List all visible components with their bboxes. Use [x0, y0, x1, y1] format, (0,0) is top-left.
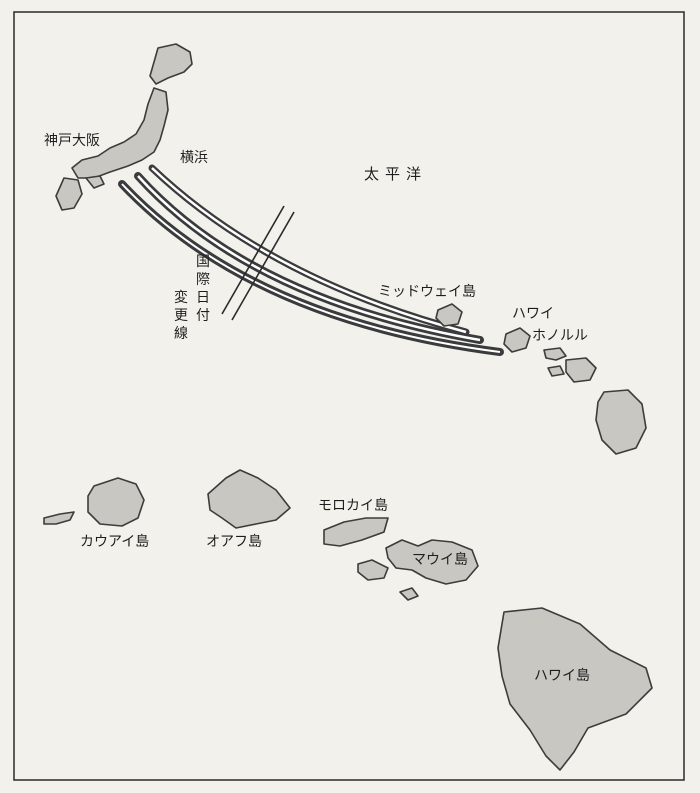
island-shikoku — [85, 175, 105, 189]
label-pacific-ocean: 太平洋 — [364, 165, 427, 183]
date-line-char: 線 — [174, 326, 188, 342]
label-midway: ミッドウェイ島 — [378, 284, 476, 300]
label-yokohama: 横浜 — [180, 150, 208, 166]
label-hawaii: ハワイ — [512, 306, 554, 322]
island-kyushu — [55, 177, 83, 211]
island-hokkaido — [149, 43, 193, 85]
label-kauai: カウアイ島 — [80, 534, 149, 550]
label-molokai: モロカイ島 — [318, 498, 388, 514]
date-line — [221, 205, 295, 321]
date-line-char: 国 — [196, 254, 210, 270]
island-oahu — [207, 469, 291, 529]
island-oahu-small — [503, 327, 531, 353]
map-frame — [13, 11, 685, 781]
island-niihau — [43, 511, 75, 525]
island-kahoolawe — [399, 587, 419, 601]
island-kauai — [87, 477, 145, 527]
island-hawaii — [497, 607, 653, 771]
date-line-char: 日 — [196, 290, 210, 306]
label-oahu: オアフ島 — [206, 534, 262, 550]
date-line-char: 変 — [174, 289, 188, 306]
route-inner-light — [151, 167, 467, 334]
label-kobe-osaka: 神戸大阪 — [44, 133, 100, 149]
route-middle-light — [137, 175, 481, 342]
island-maui-group-small — [543, 347, 597, 383]
island-hawaii-small — [595, 389, 647, 455]
label-maui: マウイ島 — [412, 552, 468, 568]
island-maui — [385, 539, 479, 585]
date-line-char: 付 — [196, 308, 210, 324]
label-honolulu: ホノルル — [532, 328, 588, 344]
island-lanai — [357, 559, 389, 581]
routes — [118, 164, 504, 356]
date-line-char: 際 — [196, 272, 210, 288]
label-hawaii-island: ハワイ島 — [534, 668, 590, 684]
route-outer-light — [121, 183, 501, 353]
date-line-char: 更 — [174, 308, 188, 324]
japan — [55, 43, 193, 211]
island-molokai — [323, 517, 389, 547]
label-date-line: 国 際 日 付 変 更 線 — [174, 254, 210, 342]
island-midway — [435, 303, 463, 327]
